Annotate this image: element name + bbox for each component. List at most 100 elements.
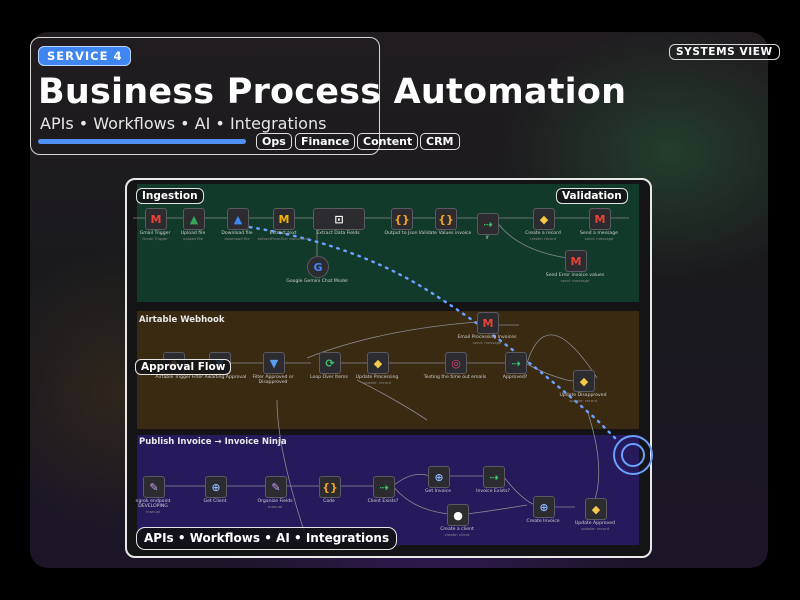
node-title: Organize Fields	[257, 499, 293, 504]
node-title: Update Disapproved	[559, 393, 607, 398]
node-create-a-record[interactable]: ◆	[533, 208, 555, 230]
node-subtitle: upload file	[183, 236, 203, 241]
node-download-file[interactable]: ▲	[227, 208, 249, 230]
node-create-a-client[interactable]: ●	[447, 504, 469, 526]
node-title: Invoice Exists?	[476, 489, 510, 494]
airtable-webhook-label: Airtable Webhook	[139, 315, 225, 325]
node-subtitle: send: message	[472, 340, 502, 345]
node-title: Send a message	[580, 231, 618, 236]
node-icon: M	[570, 254, 582, 268]
node-update-approved[interactable]: ◆	[585, 498, 607, 520]
node-icon: ⊡	[334, 212, 344, 226]
node-label: Client Exists?	[351, 499, 415, 504]
node-extract-data-fields[interactable]: ⊡	[313, 208, 365, 230]
tag-ops[interactable]: Ops	[256, 133, 292, 150]
progress-bar-fill	[38, 139, 246, 144]
node-label: Loop Over Items	[297, 375, 361, 380]
node-title: Extract text	[269, 231, 297, 236]
node-google-gemini-chat-model[interactable]: G	[307, 256, 329, 278]
node-icon: ▼	[269, 356, 279, 370]
node-filter-approved-or-disapproved[interactable]: ▼	[263, 352, 285, 374]
progress-bar	[38, 139, 246, 144]
node-title: Code	[323, 499, 335, 504]
node-get-invoice[interactable]: ⊕	[428, 466, 450, 488]
node-icon: ✎	[271, 480, 281, 494]
node-label: Validate Values invoice	[413, 231, 477, 236]
service-badge: SERVICE 4	[38, 46, 132, 66]
node-title: Upload file	[180, 231, 206, 236]
node-upload-file[interactable]: ▲	[183, 208, 205, 230]
node-subtitle: update: record	[581, 526, 609, 531]
node-update-disapproved[interactable]: ◆	[573, 370, 595, 392]
node-get-client[interactable]: ⊕	[205, 476, 227, 498]
node-icon: {}	[438, 212, 454, 226]
node-subtitle: update: record	[569, 398, 597, 403]
header-card	[30, 37, 380, 155]
node-title: Create Invoice	[526, 519, 560, 524]
node-subtitle: send: message	[560, 278, 590, 283]
node-extract-text[interactable]: M	[273, 208, 295, 230]
node-icon: ◆	[373, 356, 383, 370]
node-icon: ⇢	[511, 356, 521, 370]
workflow-connections	[133, 217, 629, 541]
node-icon: M	[594, 212, 606, 226]
node-icon: {}	[322, 480, 338, 494]
node-title: Email Processing Invoices	[457, 335, 517, 340]
bottom-tagline-pill: APIs • Workflows • AI • Integrations	[136, 527, 398, 550]
node-approved[interactable]: ⇢	[505, 352, 527, 374]
node-title: Output to Json	[384, 231, 418, 236]
workflow-canvas[interactable]: Airtable Webhook Publish Invoice → Invoi…	[125, 178, 652, 558]
node-send-error-invoice-values[interactable]: M	[565, 250, 587, 272]
node-title: Create a client	[440, 527, 474, 532]
node-client-exists[interactable]: ⇢	[373, 476, 395, 498]
node-subtitle: manual	[267, 504, 283, 509]
node-label: Google Gemini Chat Model	[285, 279, 349, 284]
node-label: Filter Awaiting Approval	[187, 375, 251, 380]
node-validate-values-invoice[interactable]: {}	[435, 208, 457, 230]
node-title: Create a record	[525, 231, 561, 236]
tag-content[interactable]: Content	[357, 133, 419, 150]
tag-crm[interactable]: CRM	[420, 133, 460, 150]
node-icon: ✎	[149, 480, 159, 494]
node-loop-over-items[interactable]: ⟳	[319, 352, 341, 374]
node-ngrok-endpoint-developing[interactable]: ✎	[143, 476, 165, 498]
node-subtitle: create: record	[529, 236, 557, 241]
node-organize-fields[interactable]: ✎	[265, 476, 287, 498]
node-title: Update Processing	[355, 375, 399, 380]
node-code[interactable]: {}	[319, 476, 341, 498]
systems-view-button[interactable]: SYSTEMS VIEW	[669, 44, 780, 60]
node-title: Client Exists?	[367, 499, 399, 504]
node-icon: M	[150, 212, 162, 226]
node-label: If	[455, 236, 519, 241]
node-title: Get Invoice	[424, 489, 452, 494]
node-title: Approved?	[502, 375, 528, 380]
node-icon: ◆	[539, 212, 549, 226]
node-label: Get Invoice	[406, 489, 470, 494]
node-label: Airtable Trigger	[141, 375, 205, 380]
node-send-a-message[interactable]: M	[589, 208, 611, 230]
node-subtitle: update: record	[363, 380, 391, 385]
node-title: Filter Awaiting Approval	[191, 375, 247, 380]
node-icon: ⇢	[379, 480, 389, 494]
node-subtitle: send: message	[584, 236, 614, 241]
ingestion-pill: Ingestion	[136, 188, 204, 204]
node-if[interactable]: ⇢	[477, 213, 499, 235]
tag-finance[interactable]: Finance	[295, 133, 356, 150]
node-create-invoice[interactable]: ⊕	[533, 496, 555, 518]
node-update-processing[interactable]: ◆	[367, 352, 389, 374]
node-email-processing-invoices[interactable]: M	[477, 312, 499, 334]
node-icon: M	[482, 316, 494, 330]
node-gmail-trigger[interactable]: M	[145, 208, 167, 230]
node-icon: ⊕	[211, 480, 221, 494]
page-title: Business Process Automation	[38, 72, 627, 112]
node-output-to-json[interactable]: {}	[391, 208, 413, 230]
node-icon: ●	[453, 508, 463, 522]
node-invoice-exists[interactable]: ⇢	[483, 466, 505, 488]
node-testing-the-time-out-emails[interactable]: ◎	[445, 352, 467, 374]
node-title: Testing the time out emails	[423, 375, 487, 380]
